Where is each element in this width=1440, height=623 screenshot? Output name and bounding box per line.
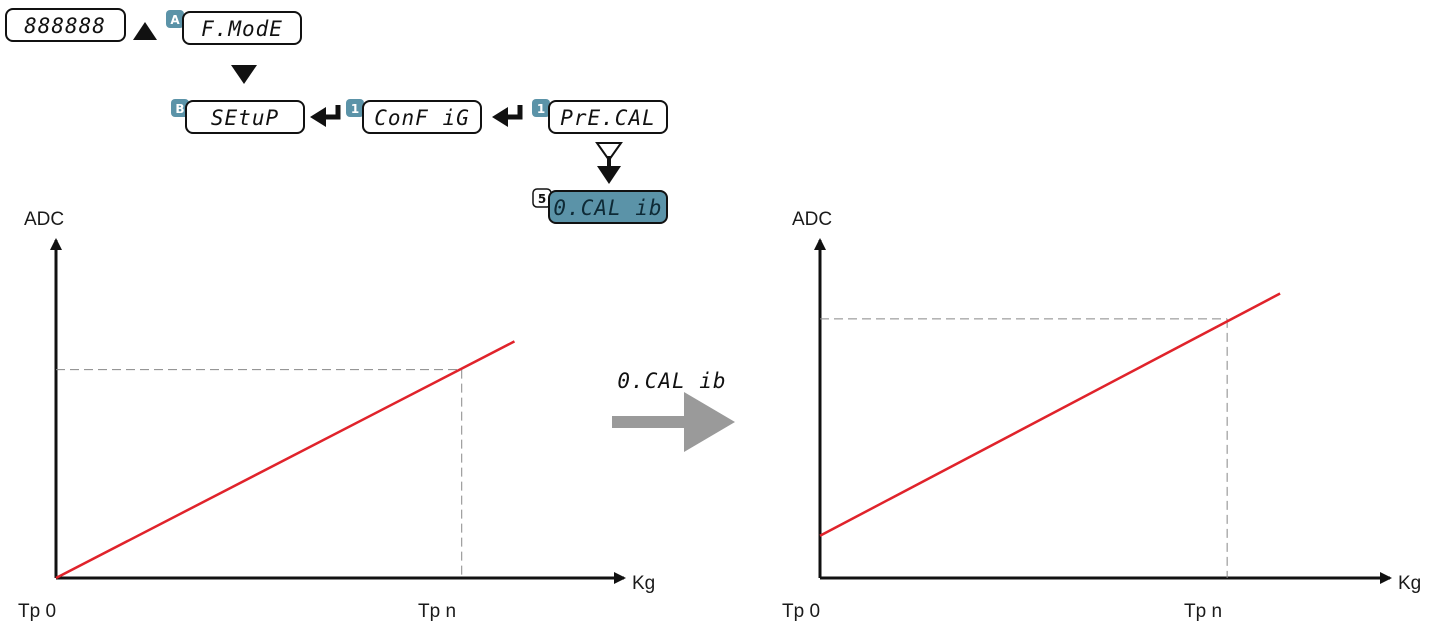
tick-label-tpn: Tp n bbox=[418, 601, 456, 622]
config-text: ConF iG bbox=[374, 106, 470, 130]
x-axis-label: Kg bbox=[1398, 573, 1421, 594]
setup-box: B SEtuP bbox=[171, 99, 305, 134]
y-axis-label: ADC bbox=[792, 209, 832, 230]
tick-label-tp0: Tp 0 bbox=[782, 601, 820, 622]
down-arrow-icon bbox=[597, 166, 621, 184]
chart-after: ADC Kg Tp 0 Tp n bbox=[782, 209, 1421, 622]
badge-1-text: 1 bbox=[351, 102, 359, 116]
return-arrow-icon bbox=[492, 105, 523, 127]
badge-1 bbox=[532, 99, 550, 117]
badge-b-text: B bbox=[175, 102, 184, 116]
badge-1-text: 1 bbox=[537, 102, 545, 116]
badge-1 bbox=[346, 99, 364, 117]
badge-a bbox=[166, 10, 184, 28]
badge-a-text: A bbox=[170, 13, 180, 27]
y-axis-label: ADC bbox=[24, 209, 64, 230]
precal-text: PrE.CAL bbox=[560, 106, 656, 130]
right-arrow-icon bbox=[612, 392, 735, 452]
display-box: 888888 bbox=[5, 8, 126, 42]
calibration-line bbox=[819, 292, 1281, 537]
tick-label-tp0: Tp 0 bbox=[18, 601, 56, 622]
hollow-down-arrow-icon bbox=[595, 142, 623, 162]
config-box: 1 ConF iG bbox=[346, 99, 482, 134]
return-arrow-icon bbox=[310, 105, 341, 127]
down-arrow-icon bbox=[231, 65, 257, 84]
up-arrow-icon bbox=[133, 22, 157, 40]
badge-b bbox=[171, 99, 189, 117]
chart-before: ADC Kg Tp 0 Tp n bbox=[18, 209, 655, 622]
x-axis-label: Kg bbox=[632, 573, 655, 594]
calibration-line bbox=[55, 340, 516, 580]
badge-5-text: 5 bbox=[538, 192, 546, 206]
ocalib-box: 5 0.CAL ib bbox=[532, 188, 668, 224]
menu-flow: 888888 A F.ModE B SEtuP 1 bbox=[5, 8, 668, 224]
fmode-box: A F.ModE bbox=[166, 10, 302, 45]
display-text: 888888 bbox=[24, 14, 106, 38]
fmode-text: F.ModE bbox=[201, 17, 283, 41]
ocalib-text: 0.CAL ib bbox=[553, 196, 662, 220]
transition-label: 0.CAL ib bbox=[617, 369, 726, 393]
precal-box: 1 PrE.CAL bbox=[532, 99, 668, 134]
tick-label-tpn: Tp n bbox=[1184, 601, 1222, 622]
setup-text: SEtuP bbox=[211, 106, 279, 130]
transition: 0.CAL ib bbox=[612, 369, 735, 452]
